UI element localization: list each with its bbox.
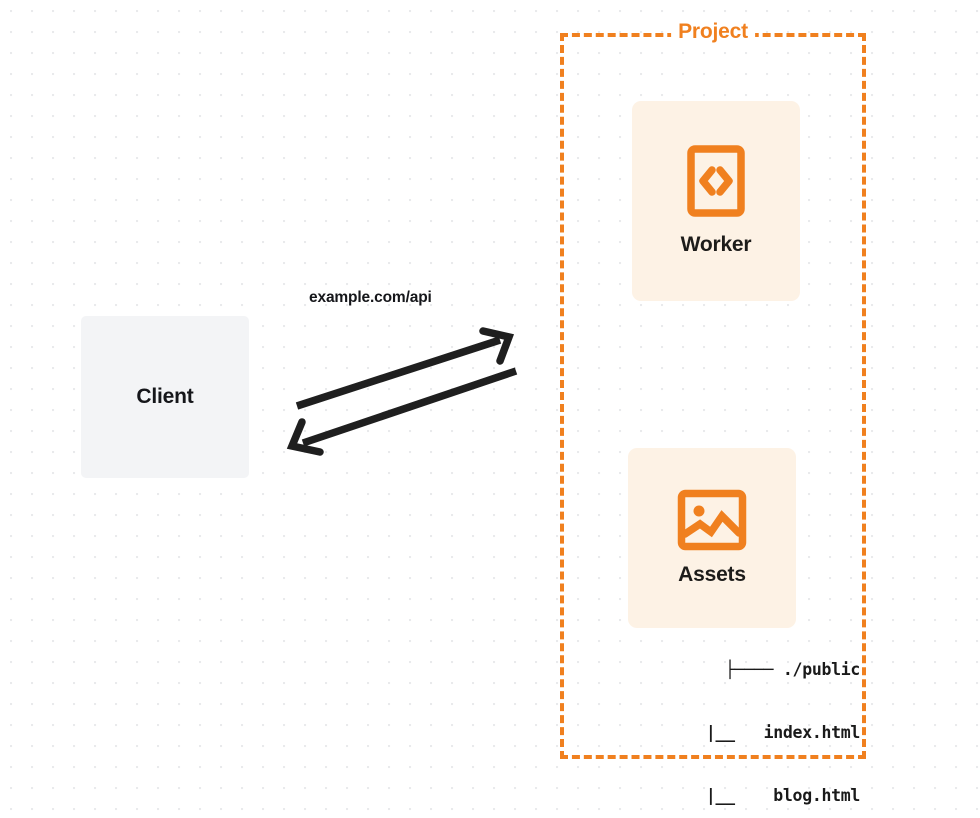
- project-group: Project Worker Assets: [560, 20, 866, 805]
- client-node[interactable]: Client: [81, 316, 249, 478]
- connection-label: example.com/api: [309, 289, 432, 306]
- image-icon: [677, 489, 747, 551]
- assets-node-label: Assets: [678, 563, 746, 586]
- client-node-label: Client: [136, 385, 194, 408]
- worker-node[interactable]: Worker: [632, 101, 800, 301]
- request-arrow-icon: [295, 327, 515, 410]
- file-tree-line: |__ blog.html: [657, 786, 860, 805]
- project-title: Project: [671, 20, 755, 44]
- assets-node[interactable]: Assets: [628, 448, 796, 628]
- code-brackets-icon: [687, 145, 745, 217]
- file-tree-line: |__ index.html: [657, 723, 860, 742]
- file-tree-line: ├──── ./public: [725, 660, 860, 679]
- worker-node-label: Worker: [680, 233, 752, 256]
- response-arrow-icon: [286, 367, 518, 456]
- asset-file-tree: ├──── ./public |__ index.html |__ blog.h…: [608, 617, 860, 818]
